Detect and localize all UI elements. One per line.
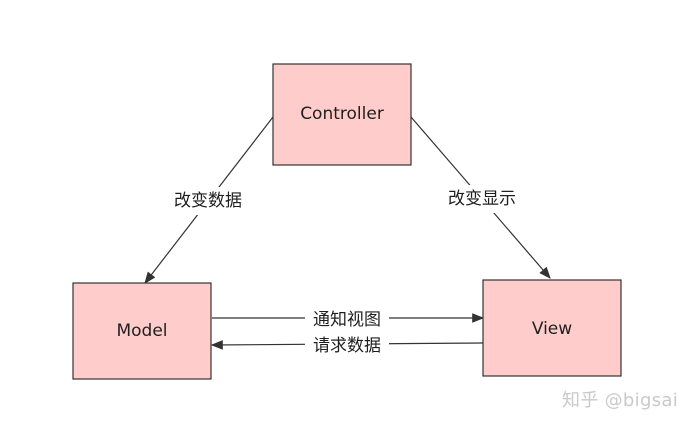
controller-box: [272, 63, 412, 166]
model-box: [72, 282, 212, 380]
edge-label-controller-to-view: 改变显示: [448, 189, 516, 209]
watermark-text: 知乎 @bigsai: [562, 390, 678, 411]
edge-label-model-to-view: 通知视图: [313, 310, 381, 330]
edge-label-controller-to-model: 改变数据: [174, 191, 242, 211]
edge-label-bg-model-to-view: [305, 307, 389, 331]
edge-label-bg-controller-to-view: [440, 185, 524, 213]
node-model: Model: [72, 282, 212, 380]
view-box: [482, 279, 622, 377]
view-label: View: [532, 319, 572, 339]
edge-label-view-to-model: 请求数据: [313, 336, 381, 356]
edge-label-bg-view-to-model: [305, 334, 389, 358]
controller-label: Controller: [300, 104, 384, 124]
node-view: View: [482, 279, 622, 377]
node-controller: Controller: [272, 63, 412, 166]
edge-label-bg-controller-to-model: [166, 187, 250, 215]
model-label: Model: [116, 321, 167, 341]
